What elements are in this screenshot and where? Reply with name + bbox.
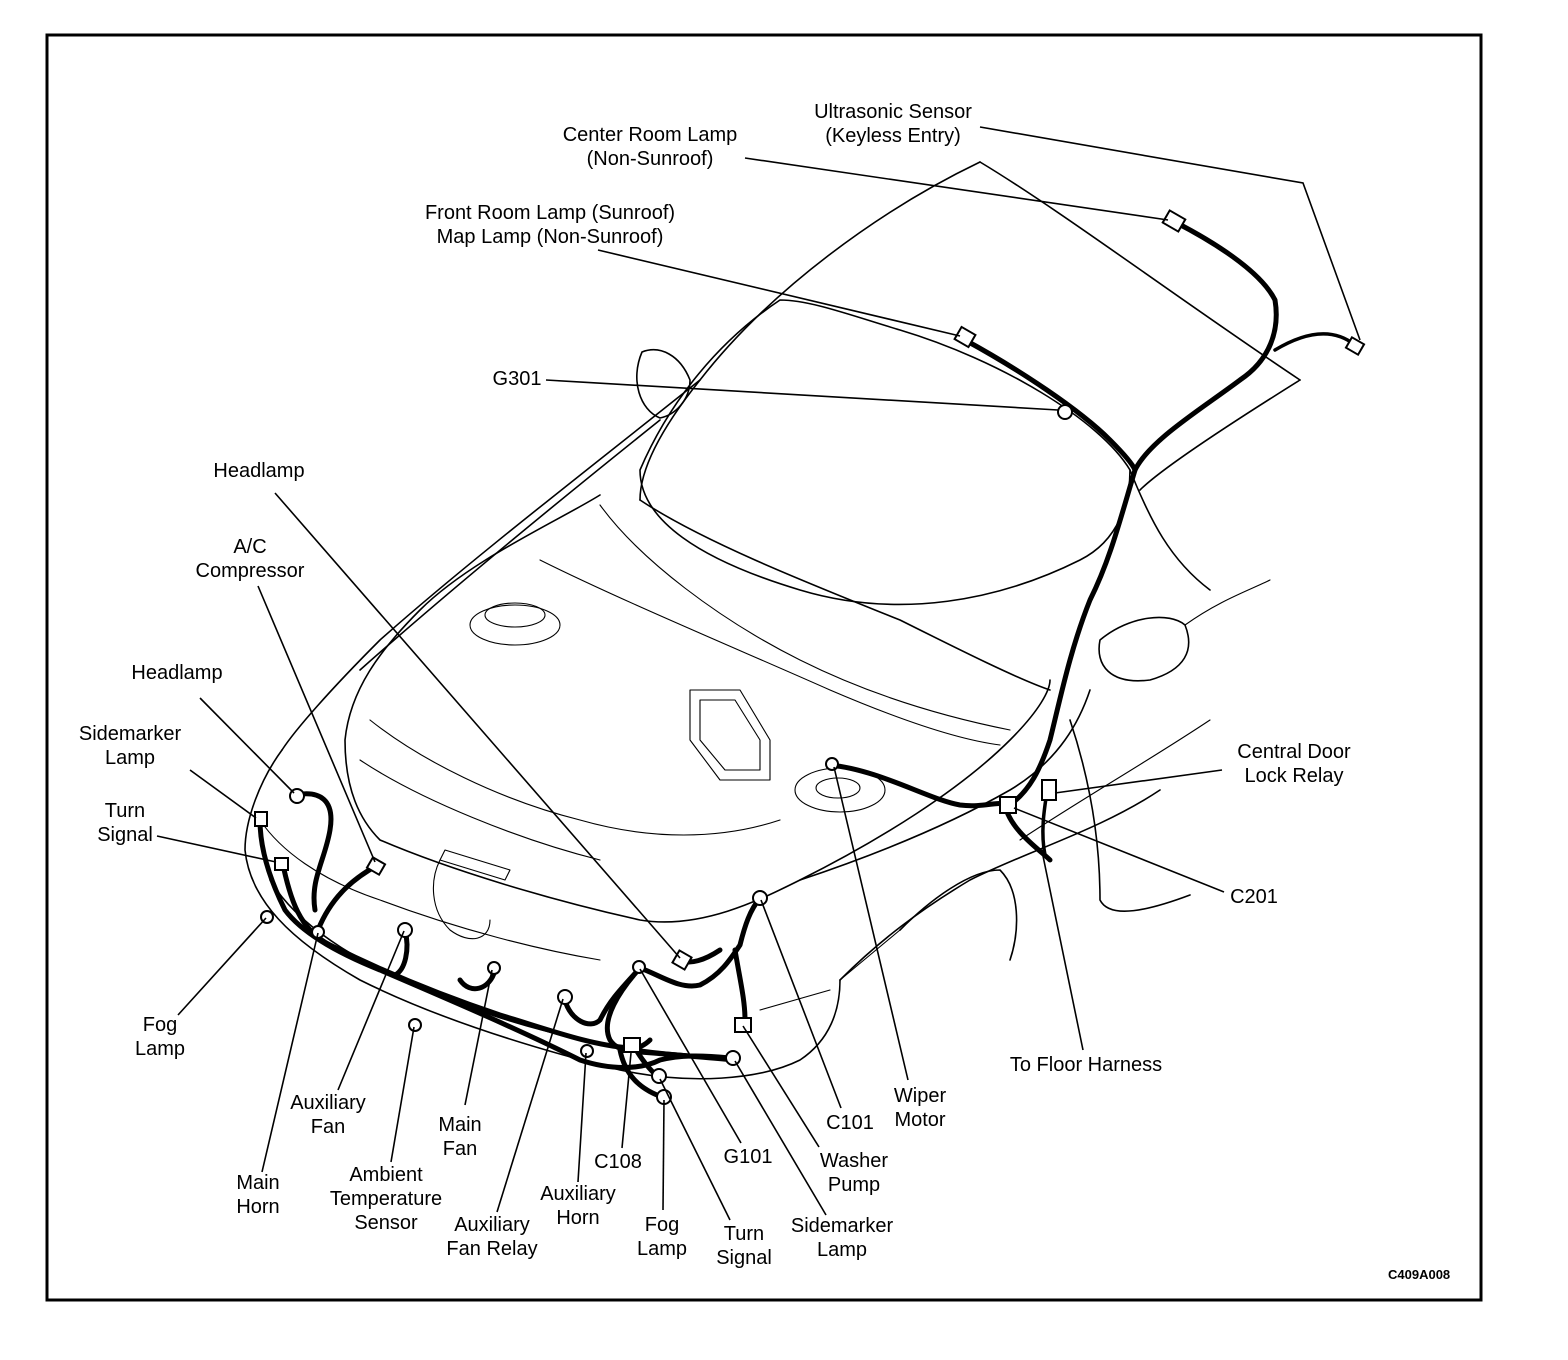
connector-aux-fan bbox=[397, 922, 413, 938]
connector-main-horn bbox=[311, 925, 325, 939]
ground-g101 bbox=[632, 960, 646, 974]
wire-harness bbox=[257, 219, 1357, 1101]
connector-sidemarker-left bbox=[254, 811, 268, 827]
label-headlamp-left: Headlamp bbox=[131, 662, 223, 684]
connector-aux-horn bbox=[580, 1044, 594, 1058]
connector-sidemarker-right bbox=[725, 1050, 741, 1066]
connector-center-room-lamp bbox=[1161, 209, 1187, 233]
label-c108: C108 bbox=[594, 1151, 642, 1173]
label-c201: C201 bbox=[1230, 886, 1278, 908]
connector-ac-compressor bbox=[365, 855, 387, 877]
label-g301: G301 bbox=[492, 368, 542, 390]
leader-lines bbox=[156, 126, 1361, 1221]
connector-main-fan bbox=[487, 961, 501, 975]
connector-c201 bbox=[999, 796, 1017, 814]
label-headlamp-top: Headlamp bbox=[213, 460, 305, 482]
connector-front-room-lamp bbox=[953, 325, 977, 349]
connector-turn-right bbox=[651, 1068, 667, 1084]
label-to-floor-harness: To Floor Harness bbox=[1009, 1054, 1163, 1076]
connector-ambient-sensor bbox=[408, 1018, 422, 1032]
label-center-room-lamp: Center Room Lamp(Non-Sunroof) bbox=[562, 124, 738, 170]
connector-ultrasonic-sensor bbox=[1344, 335, 1366, 357]
figure-code: C409A008 bbox=[1388, 1267, 1451, 1282]
connector-c108 bbox=[623, 1037, 641, 1053]
car-body-outline bbox=[244, 161, 1301, 1080]
connectors bbox=[254, 209, 1366, 1105]
connector-turn-left bbox=[274, 857, 289, 871]
connector-central-door-lock-relay bbox=[1041, 779, 1057, 801]
connector-c101 bbox=[752, 890, 768, 906]
connector-aux-fan-relay bbox=[557, 989, 573, 1005]
connector-washer-pump bbox=[734, 1017, 752, 1033]
label-ultrasonic-sensor: Ultrasonic Sensor(Keyless Entry) bbox=[814, 101, 972, 147]
label-g101: G101 bbox=[723, 1146, 773, 1168]
label-front-room-lamp: Front Room Lamp (Sunroof)Map Lamp (Non-S… bbox=[424, 202, 676, 248]
label-c101: C101 bbox=[826, 1112, 874, 1134]
figure-frame bbox=[45, 33, 1483, 1302]
connector-wiper-motor bbox=[825, 757, 839, 771]
ground-g301 bbox=[1057, 404, 1073, 420]
